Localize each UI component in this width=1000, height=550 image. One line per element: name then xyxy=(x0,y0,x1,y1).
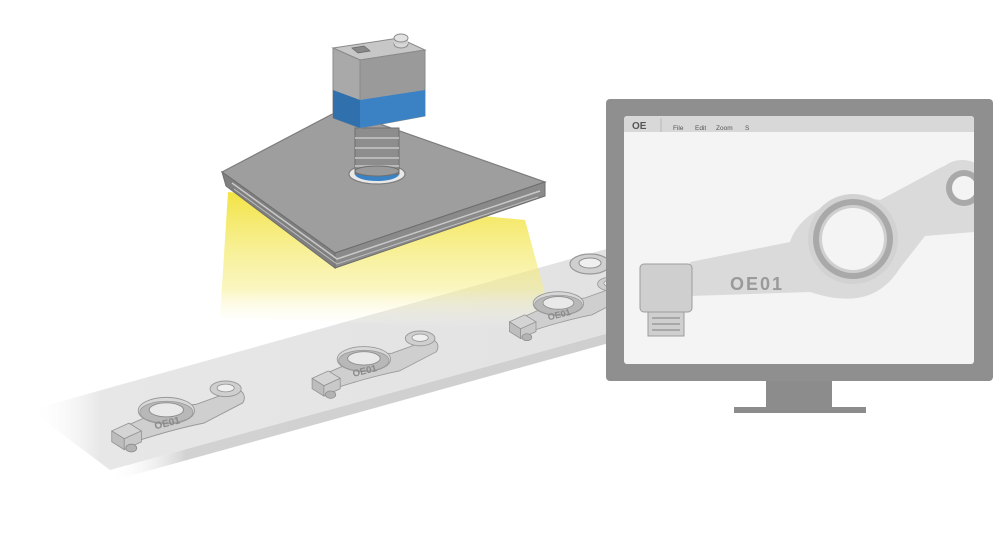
screen-part-image: OE01 xyxy=(639,160,990,337)
conveyor-part: OE01 xyxy=(111,380,245,453)
app-logo: OE xyxy=(632,121,647,132)
conveyor-part: OE01 xyxy=(508,276,629,342)
conveyor-part-partial xyxy=(569,253,611,275)
menu-item-file[interactable]: File xyxy=(673,125,684,132)
conveyor-part: OE01 xyxy=(311,330,439,399)
screen-part-label: OE01 xyxy=(730,274,784,294)
camera xyxy=(331,33,427,185)
monitor-stand-base xyxy=(734,407,866,413)
menu-item-s[interactable]: S xyxy=(745,125,750,132)
menu-item-zoom[interactable]: Zoom xyxy=(716,125,733,132)
monitor: OE File Edit Zoom S OE01 xyxy=(606,99,993,413)
monitor-stand-neck xyxy=(766,378,832,408)
menu-item-edit[interactable]: Edit xyxy=(695,125,706,132)
